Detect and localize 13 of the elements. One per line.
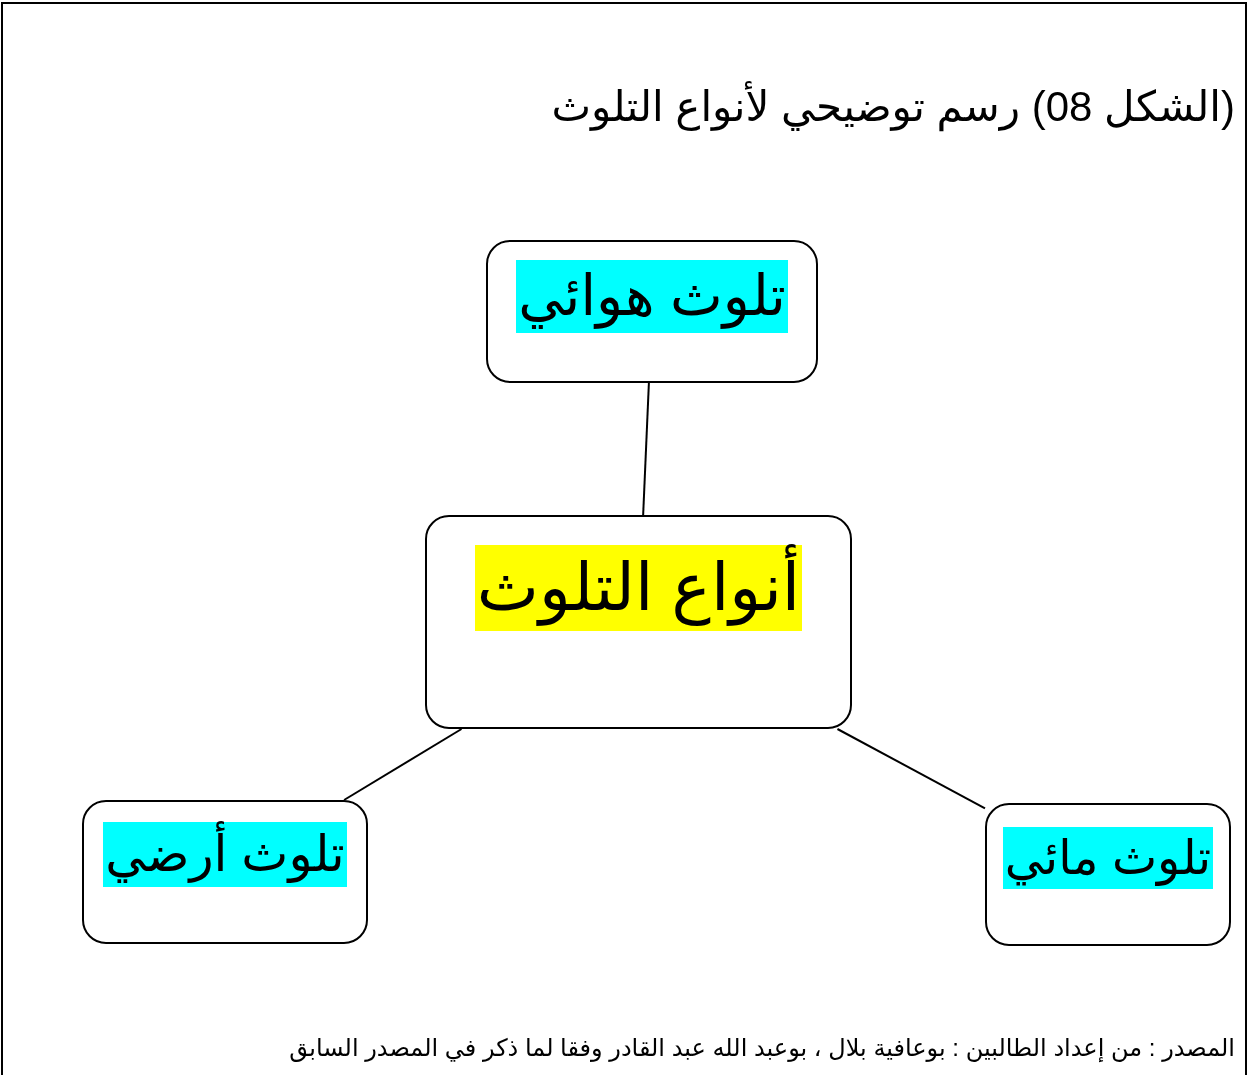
highlighted-label: تلوث أرضي <box>103 822 347 887</box>
central-box <box>425 515 852 729</box>
category-box <box>486 240 818 383</box>
highlighted-label: تلوث مائي <box>1002 827 1214 890</box>
category-box <box>82 800 368 944</box>
connector-line <box>343 728 463 801</box>
category-box <box>985 803 1231 946</box>
highlighted-label: تلوث هوائي <box>516 260 788 333</box>
source-caption: المصدر : من إعداد الطالبين : بوعافية بلال ، بوعبد الله عبد القادر وفقا لما ذكر في المصدر السابق <box>289 1034 1235 1062</box>
highlighted-label: أنواع التلوث <box>474 545 803 631</box>
connector-line <box>836 728 986 810</box>
figure-title: (الشكل 08) رسم توضيحي لأنواع التلوث <box>551 82 1235 131</box>
connector-line <box>642 382 650 516</box>
